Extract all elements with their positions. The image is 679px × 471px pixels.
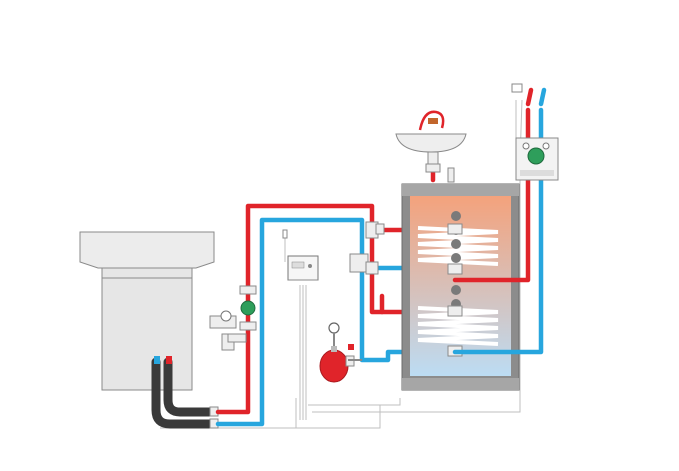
basin-icon [395,133,467,153]
wash-basin [395,110,467,183]
heat-pump-roof [79,231,215,269]
pump-icon [240,300,256,316]
gauge-icon [220,310,232,322]
storage-tank [401,183,520,391]
flow-hose [163,357,219,417]
heat-pump-unit [79,231,219,429]
controller [282,229,319,281]
solar-circuit [452,83,559,355]
vessel-icon [319,349,349,383]
heat-pump-body [101,267,193,391]
expansion-group [319,322,362,383]
solar-pump [527,147,545,165]
pump-group [209,285,257,351]
pressure-gauge [328,322,340,334]
return-hose [151,357,219,429]
